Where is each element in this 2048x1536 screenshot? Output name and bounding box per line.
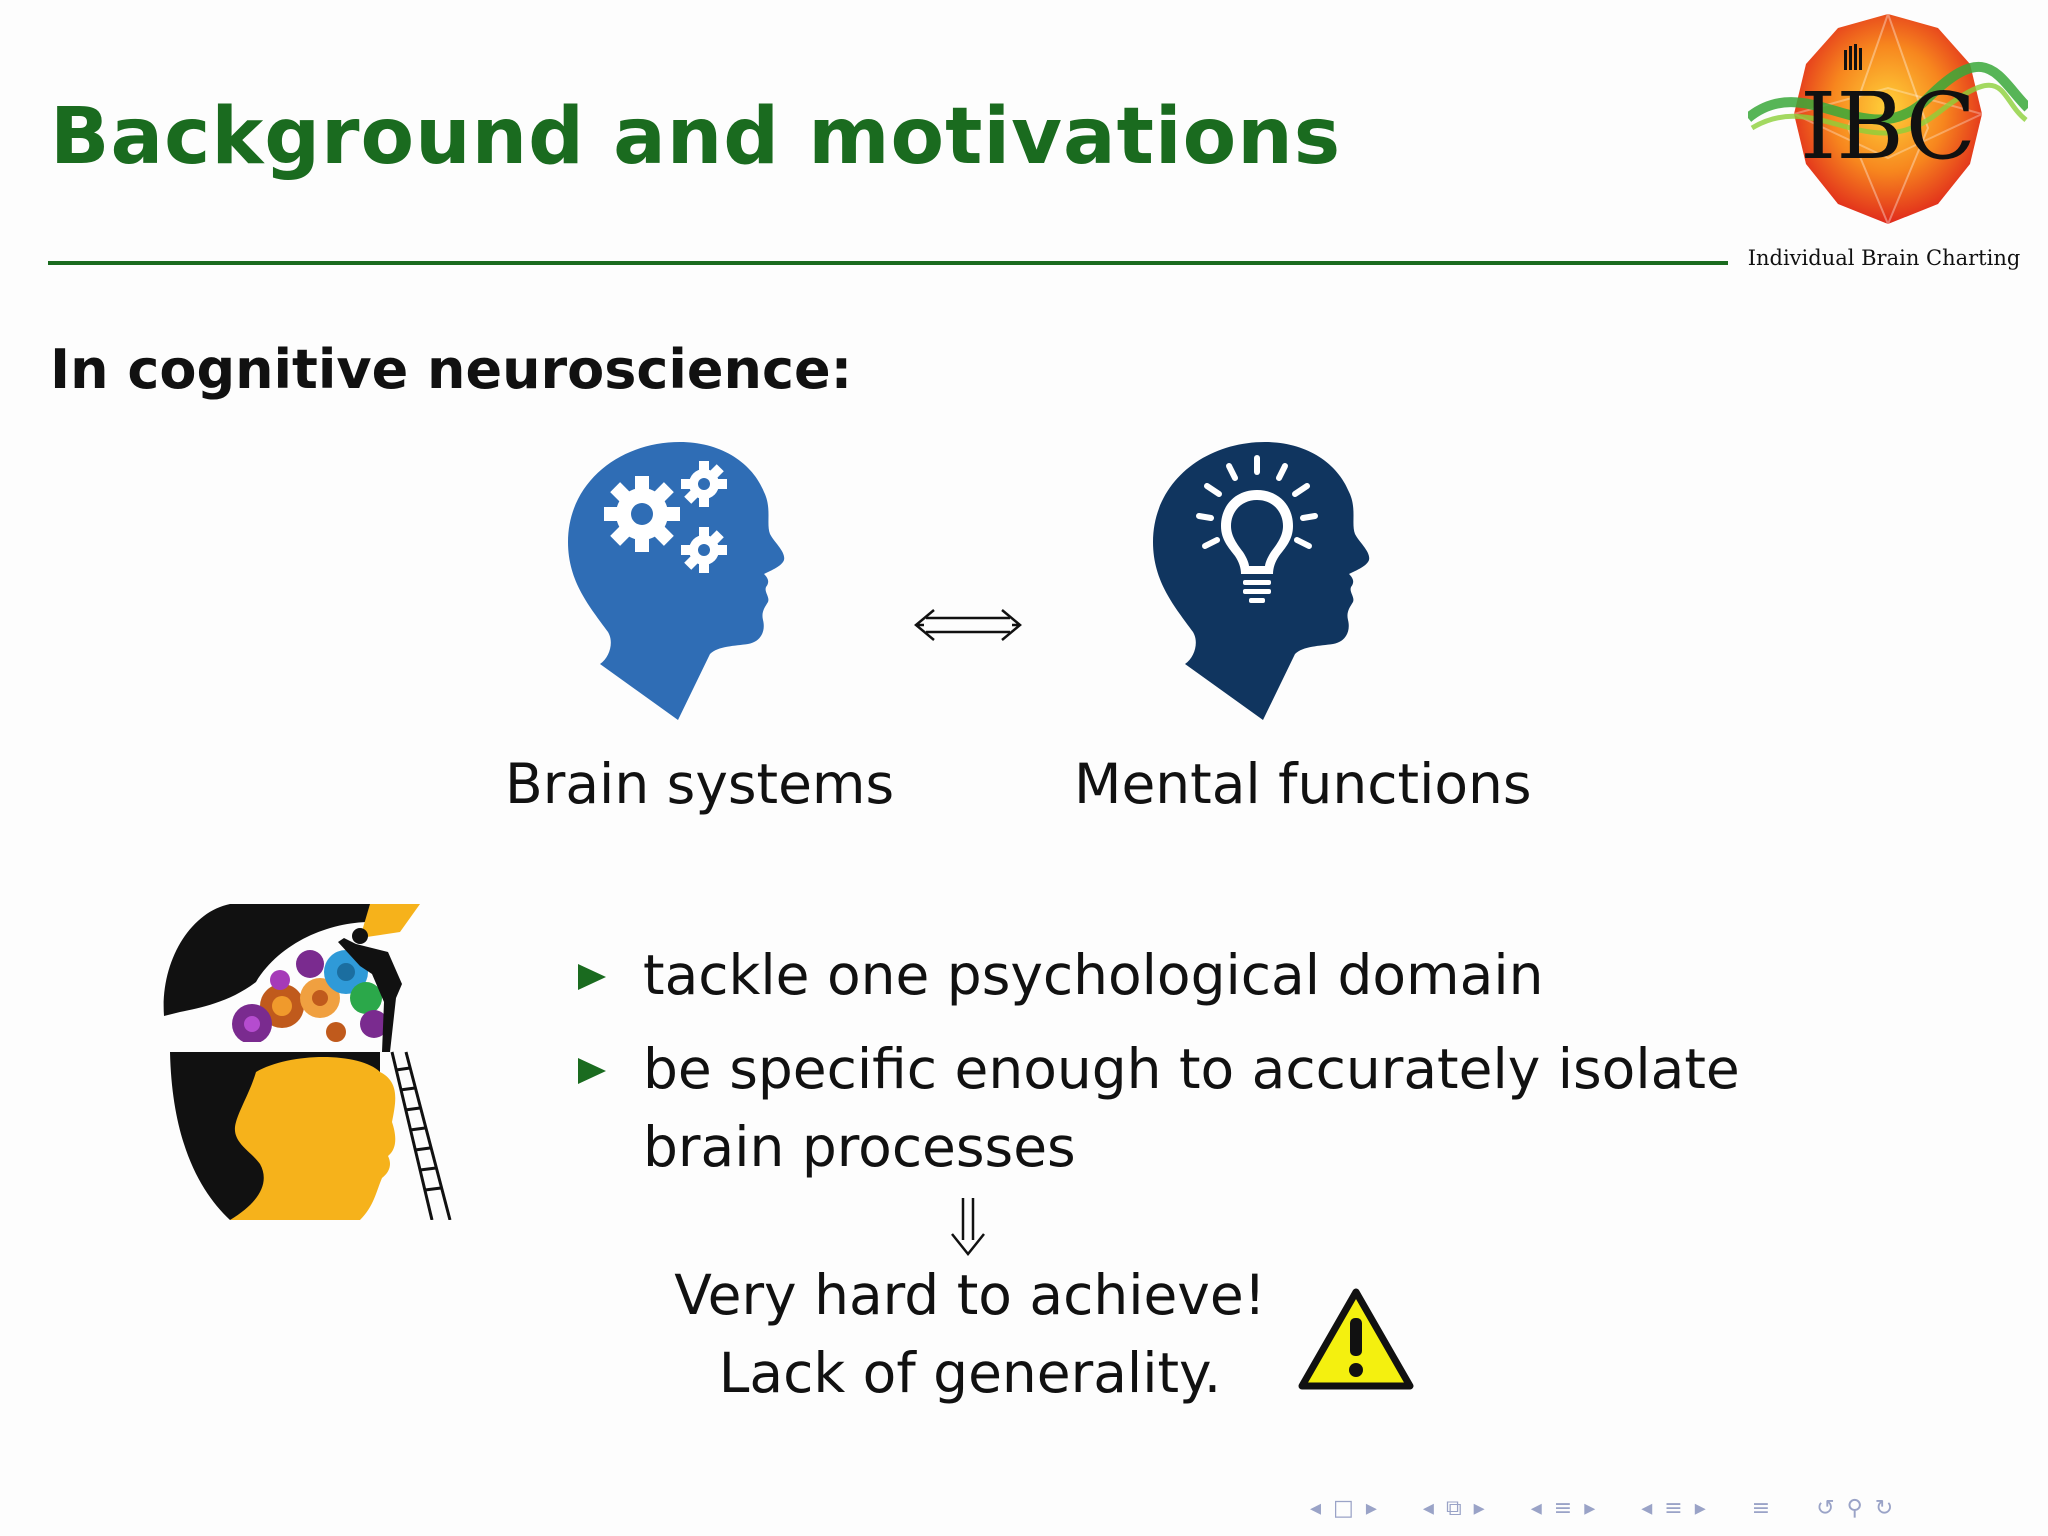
lightbulb-head-icon [1153,442,1370,720]
nav-subsection-icon[interactable]: ⧉ [1445,1495,1462,1521]
nav-frame-right-icon[interactable]: ▸ [1365,1495,1377,1521]
nav-document-left-icon[interactable]: ◂ [1641,1495,1653,1521]
mental-functions-caption: Mental functions [1074,752,1532,816]
nav-search-icon[interactable]: ⚲ [1846,1495,1863,1521]
nav-section-left-icon[interactable]: ◂ [1530,1495,1542,1521]
nav-subsection-right-icon[interactable]: ▸ [1473,1495,1485,1521]
title-divider [48,261,1728,265]
brain-gears-head-icon [568,442,785,720]
beamer-navigation-bar: ◂ □ ▸ ◂ ⧉ ▸ ◂ ≡ ▸ ◂ ≡ ▸ ≡ ↺ ⚲ ↻ [1310,1490,2030,1526]
logo-caption: Individual Brain Charting [1747,246,2021,270]
nav-frame-icon[interactable]: □ [1333,1495,1354,1521]
conclusion-line-2: Lack of generality. [718,1341,1222,1405]
equivalence-arrow-icon [914,609,1022,641]
conclusion-text: Very hard to achieve! Lack of generality… [620,1256,1320,1412]
nav-document-icon[interactable]: ≡ [1664,1495,1683,1521]
nav-section-right-icon[interactable]: ▸ [1584,1495,1596,1521]
nav-section-icon[interactable]: ≡ [1553,1495,1573,1521]
brain-systems-caption: Brain systems [505,752,895,816]
svg-text:IBC: IBC [1800,73,1976,180]
bullet-item: be specific enough to accurately isolate… [578,1030,1878,1190]
bullet-item: tackle one psychological domain [578,936,1878,1016]
bullet-triangle-icon [578,1058,606,1084]
nav-toc-icon[interactable]: ≡ [1751,1495,1771,1521]
bullet-triangle-icon [578,964,606,990]
warning-icon [1298,1288,1414,1390]
slide-title: Background and motivations [50,92,1342,182]
bullet-text: be specific enough to accurately isolate… [643,1037,1740,1179]
nav-back-icon[interactable]: ↺ [1816,1495,1835,1521]
nav-frame-left-icon[interactable]: ◂ [1310,1495,1322,1521]
bullet-text: tackle one psychological domain [643,943,1544,1007]
nav-forward-icon[interactable]: ↻ [1874,1495,1894,1521]
open-head-gears-illustration [160,904,452,1220]
section-heading: In cognitive neuroscience: [50,338,853,401]
conclusion-line-1: Very hard to achieve! [674,1263,1266,1327]
nav-document-right-icon[interactable]: ▸ [1694,1495,1706,1521]
implies-down-arrow-icon [951,1198,985,1256]
ibc-logo: IBC [1748,13,2028,227]
nav-subsection-left-icon[interactable]: ◂ [1422,1495,1434,1521]
